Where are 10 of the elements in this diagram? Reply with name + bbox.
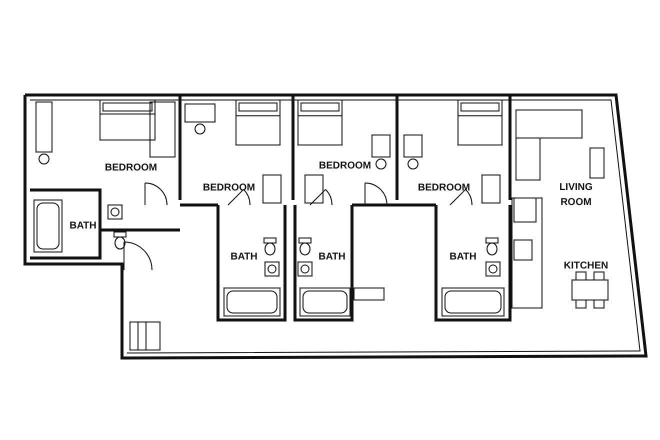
room-label: KITCHEN	[562, 260, 610, 274]
room-label: BATH	[229, 250, 259, 264]
room-label: BEDROOM	[104, 162, 158, 176]
room-label: BATH	[448, 250, 478, 264]
room-label: BEDROOM	[318, 160, 372, 174]
room-label: BEDROOM	[202, 182, 256, 196]
room-label: LIVING ROOM	[558, 181, 594, 210]
room-label: BEDROOM	[416, 182, 472, 196]
room-label: BATH	[68, 220, 98, 234]
room-label: BATH	[317, 250, 347, 264]
